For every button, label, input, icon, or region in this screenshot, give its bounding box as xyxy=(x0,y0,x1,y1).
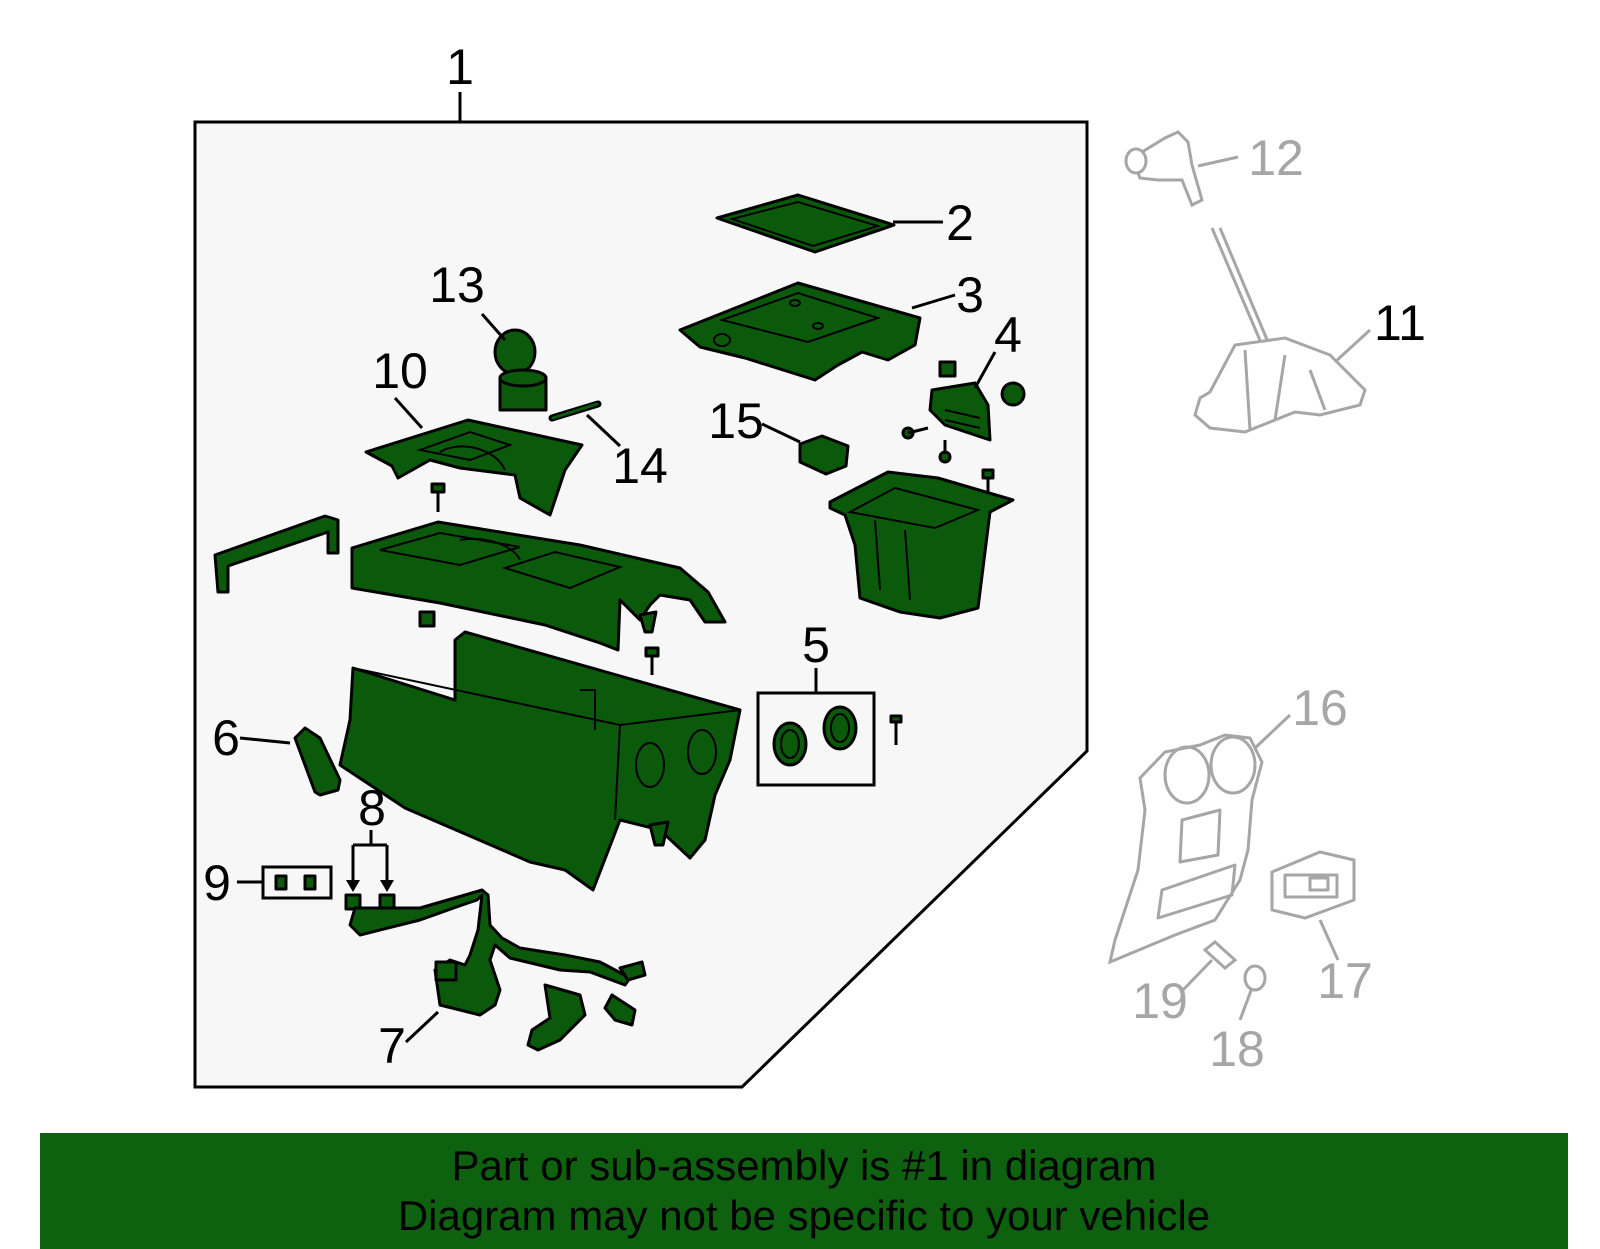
callout-10: 10 xyxy=(372,343,428,399)
banner-line-2: Diagram may not be specific to your vehi… xyxy=(397,1192,1211,1239)
callout-9: 9 xyxy=(203,855,231,911)
leader-6 xyxy=(239,736,291,745)
leader-16 xyxy=(1253,713,1292,750)
leader-19 xyxy=(1181,958,1214,992)
callout-13: 13 xyxy=(429,257,485,313)
part-console-lid[interactable] xyxy=(678,281,922,382)
part-armrest-bar[interactable] xyxy=(213,514,340,594)
part-cupholder-tray[interactable] xyxy=(364,418,584,517)
part-pad-15[interactable] xyxy=(798,434,850,476)
part-shift-knob[interactable] xyxy=(1124,130,1204,208)
part-control-module[interactable] xyxy=(1270,850,1356,920)
callout-11 grey: 11 xyxy=(1374,295,1426,351)
part-grommet[interactable] xyxy=(1243,964,1267,992)
callout-3: 3 xyxy=(956,267,984,323)
leader-13 xyxy=(480,313,507,341)
part-upper-console-trim[interactable] xyxy=(350,520,727,675)
callout-8: 8 xyxy=(358,780,386,836)
callout-15: 15 xyxy=(708,393,764,449)
leader-3 xyxy=(911,293,956,310)
callout-16: 16 xyxy=(1292,680,1348,736)
leader-7 xyxy=(404,1010,440,1044)
part-side-trim-pad[interactable] xyxy=(293,726,342,797)
callout-1: 1 xyxy=(446,39,474,95)
leader-4 xyxy=(973,351,997,389)
leader-14 xyxy=(585,413,622,448)
leader-12 xyxy=(1197,155,1239,168)
part-pin[interactable] xyxy=(548,400,602,422)
part-shifter-assembly[interactable] xyxy=(1193,227,1367,434)
part-wiring-harness[interactable] xyxy=(344,888,647,1052)
disclaimer-banner: Part or sub-assembly is #1 in diagram Di… xyxy=(40,1133,1568,1249)
banner-line-1: Part or sub-assembly is #1 in diagram xyxy=(451,1142,1157,1189)
part-console-body[interactable] xyxy=(338,630,742,892)
part-lid-pad[interactable] xyxy=(715,193,896,254)
leader-15 xyxy=(761,422,801,444)
callout-5: 5 xyxy=(802,617,830,673)
leader-10 xyxy=(393,396,424,430)
part-plug-set[interactable] xyxy=(261,865,333,900)
leader-18 xyxy=(1238,987,1254,1021)
callout-7: 7 xyxy=(378,1018,406,1074)
callout-18: 18 xyxy=(1209,1021,1265,1077)
callout-14: 14 xyxy=(612,438,668,494)
leader-8 xyxy=(346,830,394,892)
part-bezel-rings[interactable] xyxy=(772,705,903,767)
callout-17: 17 xyxy=(1317,953,1373,1009)
leader-17 xyxy=(1318,919,1340,961)
leader-11 xyxy=(1333,328,1372,364)
part-latch[interactable] xyxy=(901,360,1026,464)
part-bezel-panel[interactable] xyxy=(1107,733,1264,965)
part-storage-bin[interactable] xyxy=(828,468,1015,620)
callout-6: 6 xyxy=(212,710,240,766)
callout-4: 4 xyxy=(994,307,1022,363)
callout-2: 2 xyxy=(946,195,974,251)
part-cup-insert[interactable] xyxy=(493,328,548,412)
part-bushing[interactable] xyxy=(1202,940,1238,970)
callout-19: 19 xyxy=(1132,973,1188,1029)
callout-12: 12 xyxy=(1248,130,1304,186)
